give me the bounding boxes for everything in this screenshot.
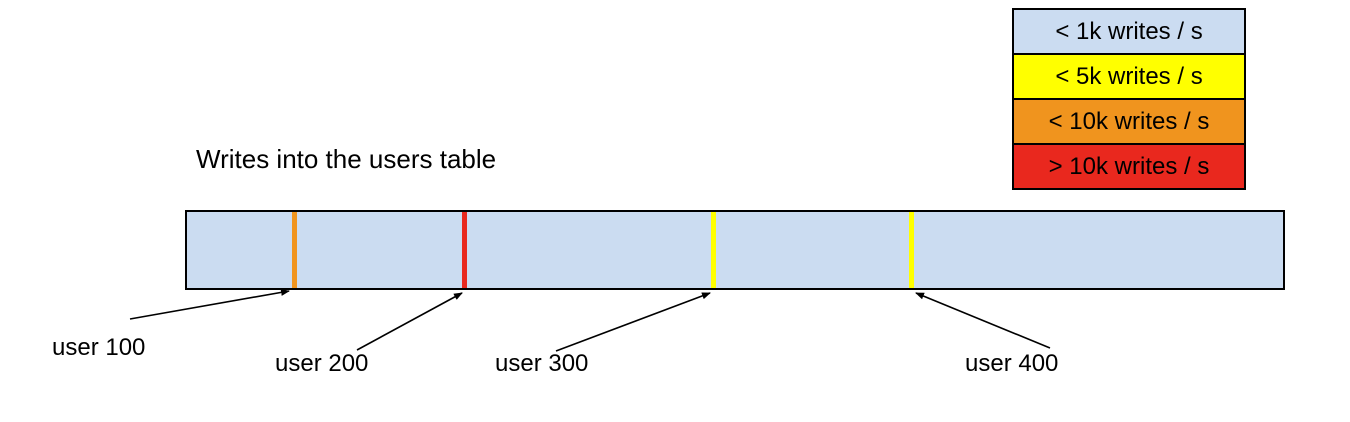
label-user-100: user 100 [52, 334, 146, 361]
arrow-user-100 [129, 288, 290, 320]
legend-item-gt-10k: > 10k writes / s [1014, 145, 1244, 188]
hotspot-line-user-300 [711, 212, 716, 288]
label-user-400: user 400 [965, 350, 1059, 377]
legend-item-lt-5k: < 5k writes / s [1014, 55, 1244, 100]
hotspot-line-user-100 [292, 212, 297, 288]
legend-item-lt-10k: < 10k writes / s [1014, 100, 1244, 145]
label-user-300: user 300 [495, 350, 589, 377]
legend: < 1k writes / s < 5k writes / s < 10k wr… [1012, 8, 1246, 190]
arrow-user-200 [356, 292, 463, 351]
arrow-user-400 [915, 292, 1051, 349]
legend-item-lt-1k: < 1k writes / s [1014, 10, 1244, 55]
diagram-title: Writes into the users table [196, 144, 497, 174]
hotspot-line-user-400 [909, 212, 914, 288]
users-table-bar [185, 210, 1285, 290]
hotspot-line-user-200 [462, 212, 467, 288]
arrow-user-300 [555, 292, 711, 352]
label-user-200: user 200 [275, 350, 369, 377]
